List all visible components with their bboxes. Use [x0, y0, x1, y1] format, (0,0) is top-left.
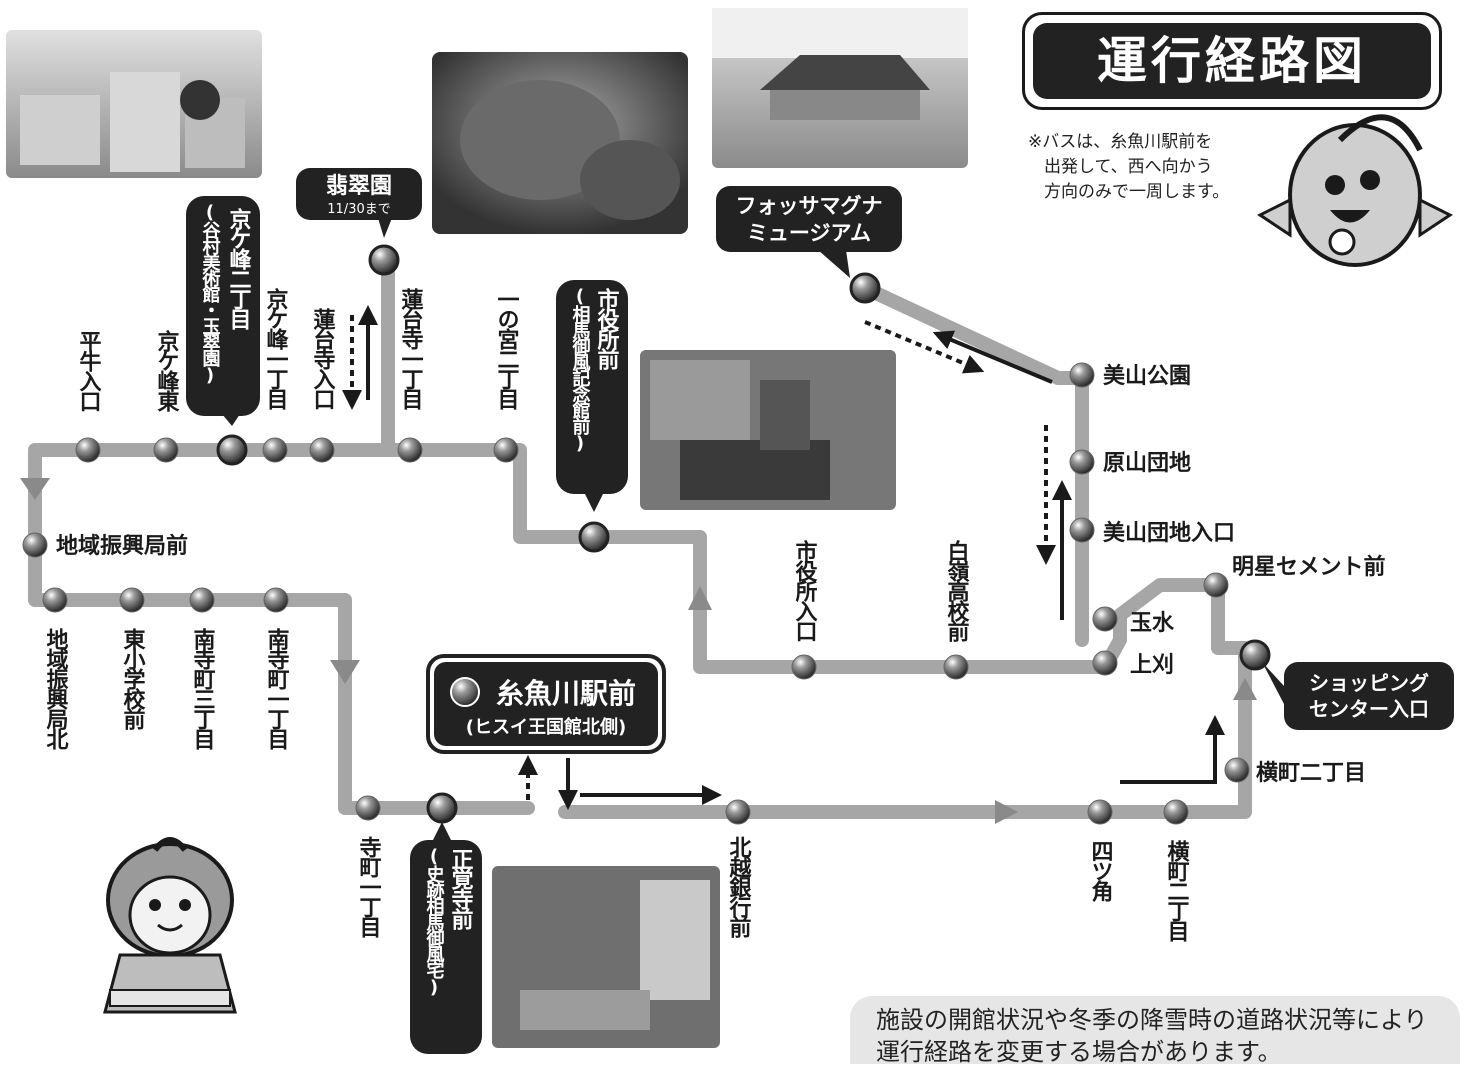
hisuien-note: 11/30まで [327, 202, 390, 217]
footer-line-2: 運行経路を変更する場合があります。 [876, 1038, 1282, 1066]
stop-labels-vertical: 平牛入口 京ケ峰東 京ケ峰一丁目 蓮台寺入口 蓮台寺一丁目 一の宮二丁目 地域振… [43, 287, 1190, 942]
start-stop-sublabel: (ヒスイ王国館北側) [466, 716, 626, 738]
note-line-1: ※バスは、糸魚川駅前を [1028, 132, 1213, 152]
shokakuji-sub-label: (史跡相馬御風宅) [424, 846, 446, 996]
stop-label-miyama-koen: 美山公園 [1103, 363, 1191, 389]
kyogamine2-main-label: 京ケ峰二丁目 [226, 207, 252, 330]
stop-label-yotsukado: 四ツ角 [1088, 840, 1114, 903]
photo-fossa-magna-museum [712, 8, 968, 168]
stop-marker-hakurei [943, 654, 969, 680]
stop-labels-horizontal: 地域振興局前 美山公園 原山団地 美山団地入口 明星セメント前 玉水 上刈 横町… [56, 363, 1386, 786]
stop-marker-chiiki-shinko-mae [22, 532, 48, 558]
stop-marker-teramachi1 [355, 795, 381, 821]
stop-label-tamasui: 玉水 [1130, 611, 1175, 636]
stop-label-teramachi1: 寺町一丁目 [356, 836, 382, 938]
stop-marker-miyama-danchi [1069, 517, 1095, 543]
shiyakusho-mae-sub-label: (相馬御風記念館前) [570, 286, 592, 452]
stop-marker-shopping [1239, 639, 1271, 671]
stop-marker-rendaiji-iriguchi [309, 437, 335, 463]
stop-label-minamiteramachi3: 南寺町三丁目 [190, 628, 216, 750]
mascot-fish-icon [1257, 114, 1453, 267]
stop-marker-ichinomiya2 [493, 437, 519, 463]
stop-label-shiyakusho-iriguchi: 市役所入口 [792, 539, 818, 642]
major-stop-shokakuji: 正覚寺前 (史跡相馬御風宅) [410, 822, 482, 1054]
stop-marker-miyama-koen [1069, 362, 1095, 388]
stop-label-kamigari: 上刈 [1130, 653, 1174, 678]
stop-label-yokomachi2-bottom: 横町二丁目 [1164, 840, 1190, 942]
note-line-2: 出発して、西へ向かう [1044, 157, 1213, 177]
stop-label-yokomachi2-right: 横町二丁目 [1256, 761, 1366, 786]
footer-note: 施設の開館状況や冬季の降雪時の道路状況等により 運行経路を変更する場合があります… [850, 996, 1460, 1066]
stop-marker-yotsukado [1087, 799, 1113, 825]
major-stop-kyogamine2: 京ケ峰二丁目 (谷村美術館・玉翠園) [186, 196, 260, 426]
stop-marker-hisuien [368, 244, 400, 276]
shopping-label-line2: センター入口 [1309, 697, 1429, 721]
stop-marker-shiyakusho-iriguchi [791, 654, 817, 680]
stop-label-chiiki-shinko-kita: 地域振興局北 [43, 628, 69, 750]
stop-marker-yokomachi2-bottom [1163, 799, 1189, 825]
stop-label-harayama: 原山団地 [1103, 451, 1191, 476]
stop-marker-shokakuji [426, 792, 458, 824]
mascot-princess-icon [103, 837, 237, 1014]
note-line-3: 方向のみで一周します。 [1044, 182, 1230, 202]
footer-line-1: 施設の開館状況や冬季の降雪時の道路状況等により [876, 1006, 1428, 1034]
direction-indicators [342, 305, 1225, 810]
stop-marker-fossa-magna [849, 272, 881, 304]
stop-label-ichinomiya2: 一の宮二丁目 [494, 288, 520, 410]
stop-marker-minamiteramachi1 [263, 587, 289, 613]
major-stop-shiyakusho-mae: 市役所前 (相馬御風記念館前) [556, 280, 628, 512]
stop-label-myojo: 明星セメント前 [1232, 554, 1386, 580]
stop-marker-kamigari [1092, 650, 1118, 676]
stop-marker-minamiteramachi3 [189, 587, 215, 613]
start-stop-itoigawa: 糸魚川駅前 (ヒスイ王国館北側) [426, 654, 666, 754]
kyogamine2-sub-label: (谷村美術館・玉翠園) [200, 202, 222, 384]
stop-marker-rendaiji1 [397, 437, 423, 463]
stop-label-rendaiji-iriguchi: 蓮台寺入口 [310, 308, 336, 410]
shokakuji-main-label: 正覚寺前 [448, 848, 474, 931]
shiyakusho-mae-main-label: 市役所前 [594, 287, 620, 371]
photo-jade-garden [432, 52, 688, 234]
stop-label-miyama-danchi: 美山団地入口 [1103, 520, 1235, 546]
bus-stops [22, 244, 1271, 825]
stop-marker-chiiki-shinko-kita [42, 587, 68, 613]
stop-marker-tamasui [1092, 606, 1118, 632]
stop-marker-yokomachi2-right [1224, 757, 1250, 783]
major-stop-fossa-magna: フォッサマグナ ミュージアム [716, 186, 902, 278]
stop-label-hakurei: 白嶺高校前 [944, 539, 970, 643]
photo-museum-garden [6, 30, 262, 178]
stop-label-rendaiji1: 蓮台寺一丁目 [398, 288, 424, 410]
stop-marker-harayama [1069, 449, 1095, 475]
fossa-magna-label-line1: フォッサマグナ [736, 194, 883, 218]
major-stop-shopping: ショッピング センター入口 [1262, 662, 1454, 730]
page-title: 運行経路図 [1033, 23, 1431, 99]
stop-label-kyogamine1: 京ケ峰一丁目 [263, 287, 289, 410]
stop-marker-shiyakusho-mae [578, 521, 610, 553]
stop-label-chiiki-shinko-mae: 地域振興局前 [56, 533, 188, 559]
fossa-magna-label-line2: ミュージアム [747, 221, 871, 245]
start-stop-label: 糸魚川駅前 [496, 677, 636, 710]
stop-label-minamiteramachi1: 南寺町一丁目 [264, 628, 290, 750]
stop-marker-hokuetsu [725, 799, 751, 825]
title-box: 運行経路図 [1022, 12, 1442, 110]
stop-marker-hiraushi [75, 437, 101, 463]
major-stop-hisuien: 翡翠園 11/30まで [296, 168, 422, 238]
photo-soma-residence [492, 866, 720, 1048]
stop-marker-kyogamine1 [262, 437, 288, 463]
stop-marker-myojo [1203, 572, 1229, 598]
direction-arrows [20, 478, 1257, 824]
stop-marker-kyogamine-higashi [153, 437, 179, 463]
shopping-label-line1: ショッピング [1309, 671, 1429, 695]
stop-label-kyogamine-higashi: 京ケ峰東 [154, 329, 180, 412]
hisuien-label: 翡翠園 [326, 174, 392, 199]
stop-label-hiraushi: 平牛入口 [76, 330, 102, 412]
route-note: ※バスは、糸魚川駅前を 出発して、西へ向かう 方向のみで一周します。 [1028, 130, 1258, 205]
stop-marker-kyogamine2 [216, 434, 248, 466]
stop-label-hokuetsu: 北越銀行前 [726, 836, 753, 939]
stop-marker-higashi-shogakko [119, 587, 145, 613]
stop-label-higashi-shogakko: 東小学校前 [120, 628, 146, 731]
photo-memorial-hall [640, 350, 896, 510]
